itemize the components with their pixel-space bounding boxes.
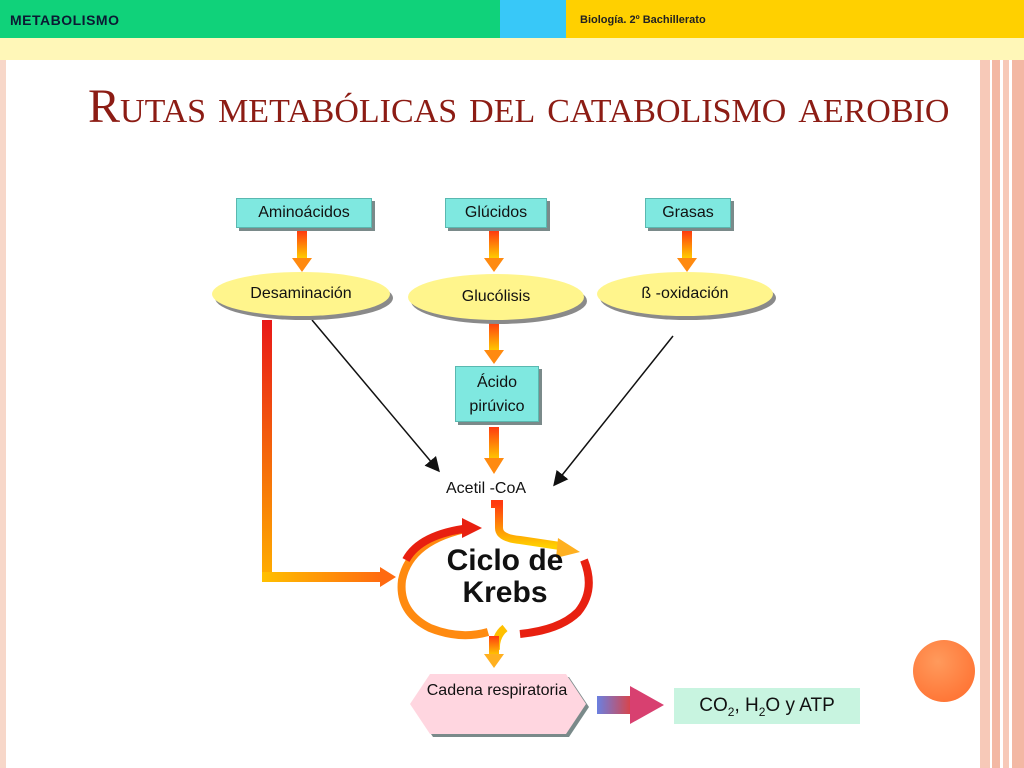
source-glucidos: Glúcidos xyxy=(445,198,547,228)
arrow-krebs-cadena xyxy=(484,636,504,668)
arrow-acetil-krebs xyxy=(491,500,580,558)
right-decor-stripe xyxy=(980,60,990,768)
right-decor-stripe xyxy=(992,60,1000,768)
decor-orb xyxy=(913,640,975,702)
header-course: Biología. 2º Bachillerato xyxy=(580,14,706,26)
products-end: O y ATP xyxy=(765,695,835,716)
arrow-oxidacion-acetil xyxy=(553,335,674,487)
header-band xyxy=(0,38,1024,60)
products-h: , H xyxy=(734,695,759,716)
products-box: CO2, H2O y ATP xyxy=(674,688,860,724)
header-yellow-segment xyxy=(566,0,1024,38)
header-bar: METABOLISMO Biología. 2º Bachillerato xyxy=(0,0,1024,38)
right-decor-stripe xyxy=(1012,60,1024,768)
cadena-respiratoria: Cadena respiratoria xyxy=(408,670,589,737)
arrow-glucidos xyxy=(484,231,504,272)
products-sub-2b: 2 xyxy=(758,704,766,719)
header-cyan-segment xyxy=(500,0,566,38)
source-aminoacidos: Aminoácidos xyxy=(236,198,372,228)
left-decor-strip xyxy=(0,60,6,768)
process-beta-oxidacion: ß -oxidación xyxy=(597,272,773,316)
header-green-segment xyxy=(0,0,500,38)
process-desaminacion: Desaminación xyxy=(212,272,390,316)
acido-piruvico-box: Ácido pirúvico xyxy=(455,366,539,422)
krebs-cycle-label: Ciclo de Krebs xyxy=(446,544,564,609)
right-decor-stripe xyxy=(1003,60,1009,768)
products-sub-2: 2 xyxy=(727,704,735,719)
arrow-aminoacidos xyxy=(292,231,312,272)
products-co: CO xyxy=(699,695,728,716)
process-glucolisis: Glucólisis xyxy=(408,274,584,320)
cadena-shape xyxy=(410,674,589,737)
acetil-coa-label: Acetil -CoA xyxy=(446,480,527,497)
header-topic: METABOLISMO xyxy=(10,12,120,28)
arrow-desaminacion-krebs xyxy=(262,320,396,587)
krebs-cycle-ring xyxy=(397,518,593,651)
arrow-cadena-products xyxy=(597,686,664,724)
arrow-grasas xyxy=(677,231,697,272)
arrow-acido-acetil xyxy=(484,427,504,474)
arrow-glucolisis-acido xyxy=(484,322,504,364)
cadena-label: Cadena respiratoria xyxy=(426,682,568,699)
slide-title: Rutas metabólicas del catabolismo aerobi… xyxy=(88,80,950,133)
arrow-desaminacion-acetil xyxy=(311,319,440,473)
source-grasas: Grasas xyxy=(645,198,731,228)
